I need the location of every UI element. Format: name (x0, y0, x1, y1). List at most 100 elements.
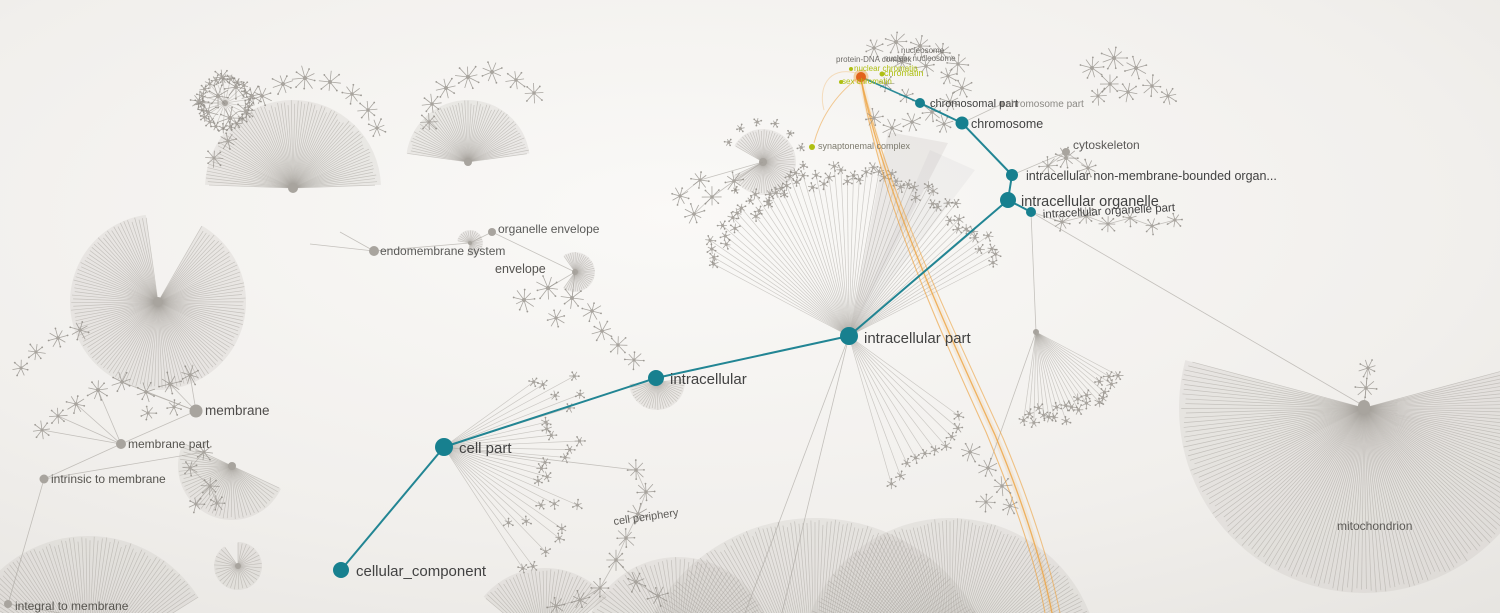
term-flower-icon (454, 65, 480, 90)
label-intracellular_part[interactable]: intracellular part (864, 330, 972, 347)
term-flower-icon (671, 187, 690, 206)
term-flower-icon (357, 100, 378, 121)
search-hit-node[interactable] (809, 144, 815, 150)
term-flower-icon (706, 243, 717, 254)
term-node[interactable] (1358, 400, 1370, 412)
term-flower-icon (932, 42, 951, 61)
search-hit-node[interactable] (849, 67, 853, 71)
term-node[interactable] (999, 101, 1005, 107)
term-flower-icon (627, 502, 649, 524)
focus-node-chromatin_hit[interactable] (856, 72, 866, 82)
term-flower-icon (796, 142, 805, 152)
search-hit-node[interactable] (879, 71, 885, 77)
term-flower-icon (554, 532, 566, 544)
term-flower-icon (952, 422, 964, 434)
term-node[interactable] (189, 404, 203, 418)
node-cell_part[interactable] (435, 438, 453, 456)
node-chromosomal_part[interactable] (915, 98, 925, 108)
term-flower-icon (753, 205, 764, 216)
fan-hub-node[interactable] (288, 183, 298, 193)
term-flower-icon (1122, 210, 1138, 228)
label-intracellular_organelle[interactable]: intracellular organelle (1021, 194, 1159, 210)
fan-hub-node[interactable] (153, 297, 163, 307)
term-flower-icon (1112, 371, 1124, 381)
term-node[interactable] (39, 474, 49, 484)
node-intracellular_part[interactable] (840, 327, 858, 345)
term-label: sex chromatin (842, 77, 892, 86)
term-flower-icon (271, 75, 294, 95)
relation-edge (491, 231, 576, 273)
term-flower-icon (1073, 404, 1084, 415)
term-label: integral to membrane (15, 599, 129, 613)
label-chromosomal_part[interactable]: chromosomal part (930, 98, 1018, 110)
node-intracellular[interactable] (648, 370, 664, 386)
graph-nodes[interactable] (4, 67, 1370, 608)
term-flower-icon (1358, 359, 1376, 378)
node-cellular_component[interactable] (333, 562, 349, 578)
relation-edge (1061, 215, 1087, 223)
term-label: nuclear chromatin (854, 64, 918, 73)
term-flower-icon (136, 381, 156, 403)
leaf-fan (483, 568, 607, 613)
leaf-fan (0, 535, 199, 613)
term-flower-icon (935, 114, 954, 133)
term-flower-icon (574, 389, 586, 399)
term-flower-icon (1029, 417, 1041, 428)
node-chromosome[interactable] (955, 116, 969, 130)
term-label: protein-DNA complex (836, 55, 912, 64)
term-flower-icon (853, 174, 864, 185)
relation-edge (373, 242, 471, 252)
relation-edge (120, 410, 197, 445)
relation-edge (7, 603, 61, 613)
term-flower-icon (784, 170, 796, 181)
fan-hub-node[interactable] (464, 158, 472, 166)
term-node[interactable] (4, 600, 12, 608)
term-label: synaptonemal complex (818, 141, 911, 151)
term-flower-icon (982, 231, 994, 242)
term-label: envelope (495, 262, 546, 276)
term-flower-icon (606, 549, 625, 571)
term-flower-icon (547, 429, 558, 441)
term-node[interactable] (369, 246, 379, 256)
search-hit-node[interactable] (839, 80, 843, 84)
fan-hub-node[interactable] (222, 100, 228, 106)
term-label: chromatin (884, 68, 924, 78)
node-intracellular_organelle[interactable] (1000, 192, 1016, 208)
term-flower-icon (1077, 207, 1095, 224)
term-node[interactable] (1062, 148, 1070, 156)
term-flower-icon (945, 215, 955, 226)
label-cell_part[interactable]: cell part (459, 440, 512, 457)
term-flower-icon (546, 309, 566, 328)
label-non_membrane_bounded[interactable]: intracellular non-membrane-bounded organ… (1026, 169, 1277, 183)
term-flower-icon (627, 571, 647, 593)
leaf-fan (205, 100, 381, 193)
node-intracellular_organelle_part[interactable] (1026, 207, 1036, 217)
term-flower-icon (961, 223, 972, 235)
term-flower-icon (49, 407, 68, 424)
term-flower-icon (1354, 377, 1378, 399)
fan-hub-node[interactable] (228, 462, 236, 470)
fan-hub-node[interactable] (235, 563, 241, 569)
selected-path-edge (655, 335, 850, 379)
term-node[interactable] (488, 228, 496, 236)
term-flower-icon (623, 351, 645, 371)
label-chromosome[interactable]: chromosome (971, 117, 1043, 131)
label-cellular_component[interactable]: cellular_component (356, 563, 487, 580)
term-flower-icon (749, 188, 761, 200)
term-flower-icon (646, 586, 669, 607)
relation-edge (733, 161, 764, 182)
node-non_membrane_bounded[interactable] (1006, 169, 1018, 181)
term-flower-icon (1100, 46, 1129, 70)
term-flower-icon (570, 589, 591, 609)
term-flower-icon (865, 107, 884, 127)
label-intracellular[interactable]: intracellular (670, 371, 747, 388)
term-flower-icon (549, 498, 560, 510)
term-node[interactable] (116, 439, 126, 449)
term-flower-icon (771, 186, 782, 198)
relation-edge (781, 335, 850, 613)
term-label: cytoskeleton (1073, 138, 1140, 152)
term-flower-icon (978, 457, 998, 477)
highlight-edge (821, 71, 857, 111)
